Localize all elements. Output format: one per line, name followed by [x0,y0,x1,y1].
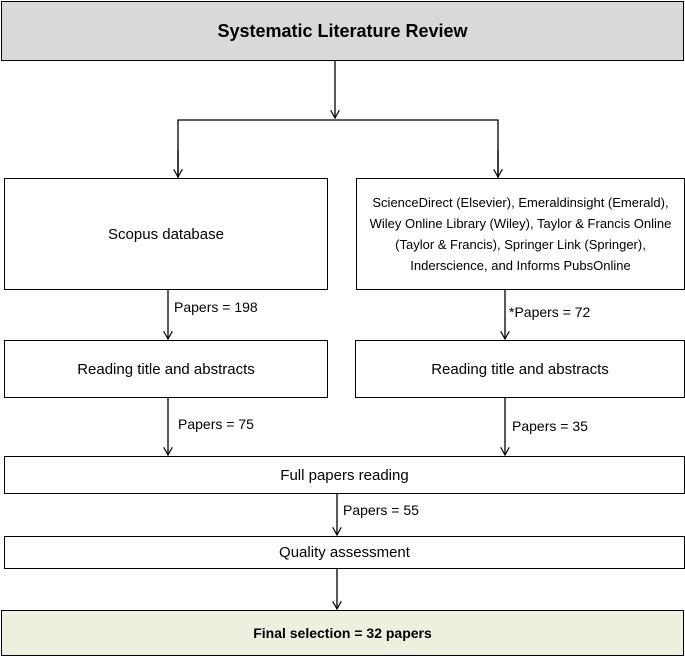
title-text: Systematic Literature Review [217,20,468,41]
quality-text: Quality assessment [279,544,410,561]
full-reading-count: Papers = 55 [343,502,419,518]
left-screening-box: Reading title and abstracts [4,340,328,398]
full-reading-text: Full papers reading [280,466,409,484]
left-screening-count: Papers = 75 [178,416,254,432]
right-search-count: *Papers = 72 [509,304,591,320]
scopus-text: Scopus database [108,225,224,243]
other-databases-text: ScienceDirect (Elsevier), Emeraldinsight… [369,195,672,273]
full-reading-box: Full papers reading [4,456,685,494]
final-selection-box: Final selection = 32 papers [1,610,684,656]
quality-box: Quality assessment [4,536,685,569]
left-search-count: Papers = 198 [174,299,258,315]
left-screening-text: Reading title and abstracts [77,360,255,378]
title-box: Systematic Literature Review [1,1,684,61]
final-selection-text: Final selection = 32 papers [253,625,432,641]
right-screening-box: Reading title and abstracts [355,340,685,398]
right-screening-count: Papers = 35 [512,418,588,434]
scopus-box: Scopus database [4,178,328,290]
split-connector [177,119,499,178]
other-databases-box: ScienceDirect (Elsevier), Emeraldinsight… [356,178,685,290]
right-screening-text: Reading title and abstracts [431,360,609,378]
